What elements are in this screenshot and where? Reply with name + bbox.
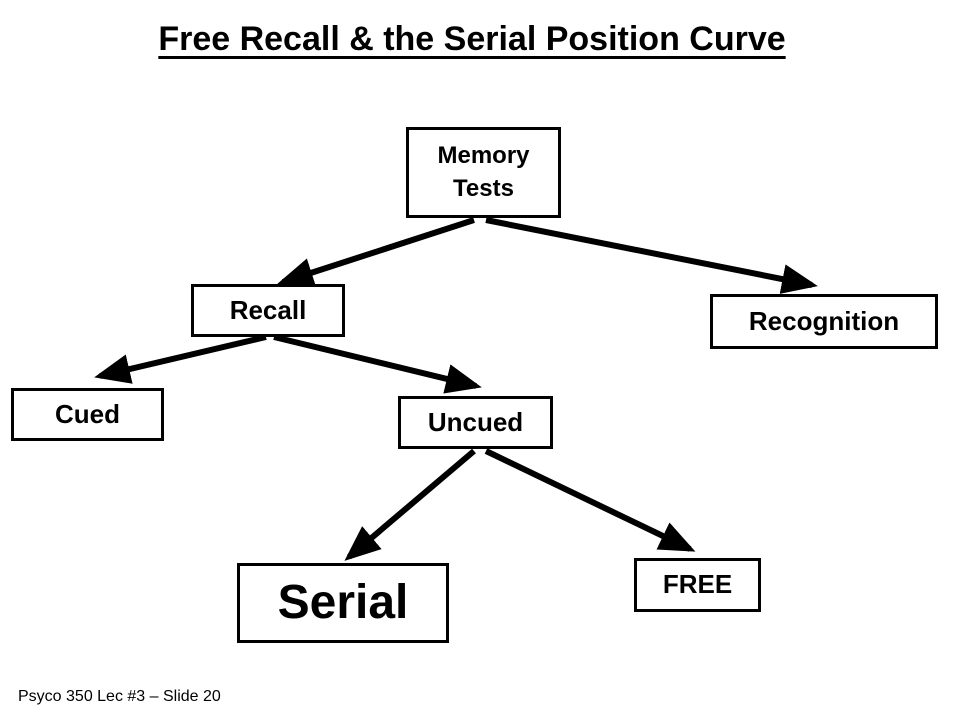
slide-title: Free Recall & the Serial Position Curve xyxy=(158,20,786,58)
arrow-memory-to-recall xyxy=(277,217,475,288)
arrow-recall-to-uncued xyxy=(273,334,482,394)
free-box: FREE xyxy=(634,558,761,612)
serial-box: Serial xyxy=(237,563,449,643)
uncued-box: Uncued xyxy=(398,396,553,449)
recall-box: Recall xyxy=(191,284,345,337)
arrow-uncued-to-serial xyxy=(344,448,476,561)
arrow-memory-to-recognition xyxy=(485,217,818,294)
arrow-recall-to-cued xyxy=(94,334,267,384)
cued-box: Cued xyxy=(11,388,164,441)
memory-tests-box: Memory Tests xyxy=(406,127,561,218)
recognition-box: Recognition xyxy=(710,294,938,349)
arrow-uncued-to-free xyxy=(484,448,696,552)
slide-footer: Psyco 350 Lec #3 – Slide 20 xyxy=(18,688,221,705)
